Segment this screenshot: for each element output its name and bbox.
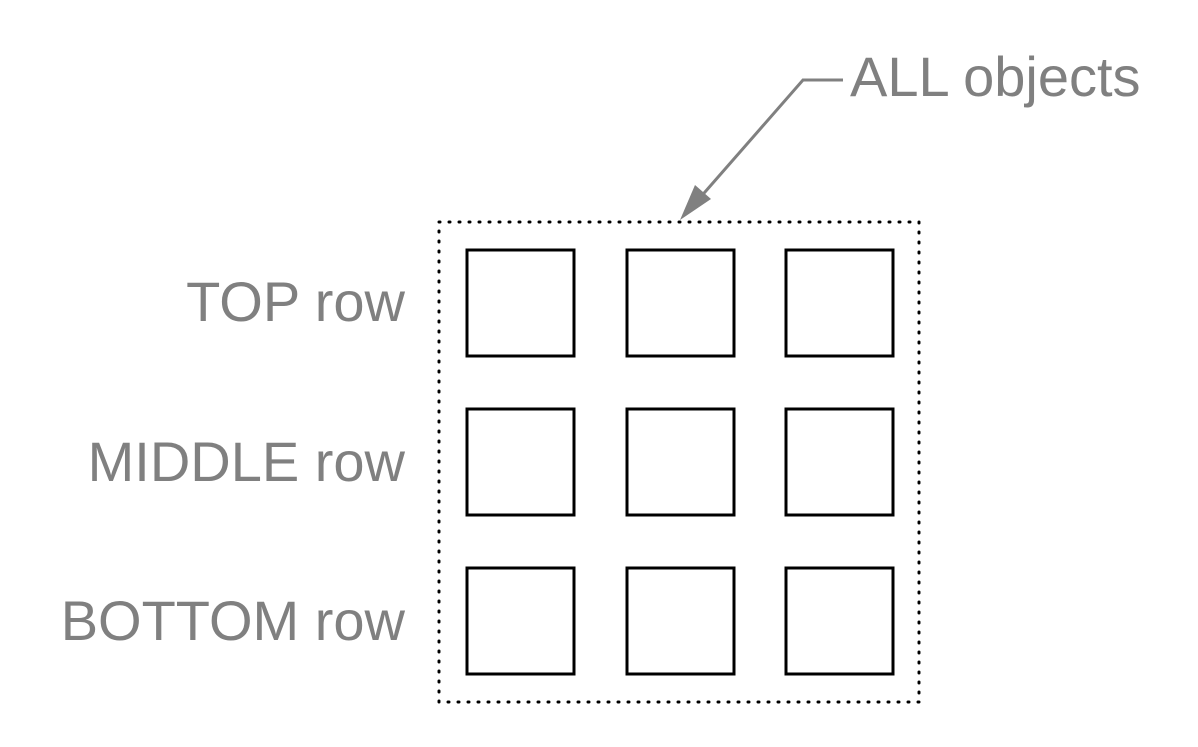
selection-frame [437, 220, 921, 704]
top-row-label: TOP row [186, 270, 405, 333]
middle-row-label: MIDDLE row [88, 430, 406, 493]
object-box[interactable] [784, 248, 895, 358]
object-box[interactable] [625, 248, 736, 358]
object-box[interactable] [465, 248, 576, 358]
object-box[interactable] [784, 407, 895, 517]
callout-arrowhead [680, 185, 711, 220]
object-box[interactable] [784, 566, 895, 676]
callout-leader-line [696, 78, 843, 201]
top-row [465, 248, 895, 358]
row-labels: TOP row MIDDLE row BOTTOM row [61, 270, 406, 652]
object-box[interactable] [465, 407, 576, 517]
object-box[interactable] [625, 566, 736, 676]
object-grid [465, 248, 895, 676]
object-box[interactable] [465, 566, 576, 676]
bottom-row-label: BOTTOM row [61, 589, 406, 652]
all-objects-label: ALL objects [850, 45, 1141, 108]
all-objects-callout: ALL objects [680, 45, 1141, 220]
object-box[interactable] [625, 407, 736, 517]
bottom-row [465, 566, 895, 676]
middle-row [465, 407, 895, 517]
